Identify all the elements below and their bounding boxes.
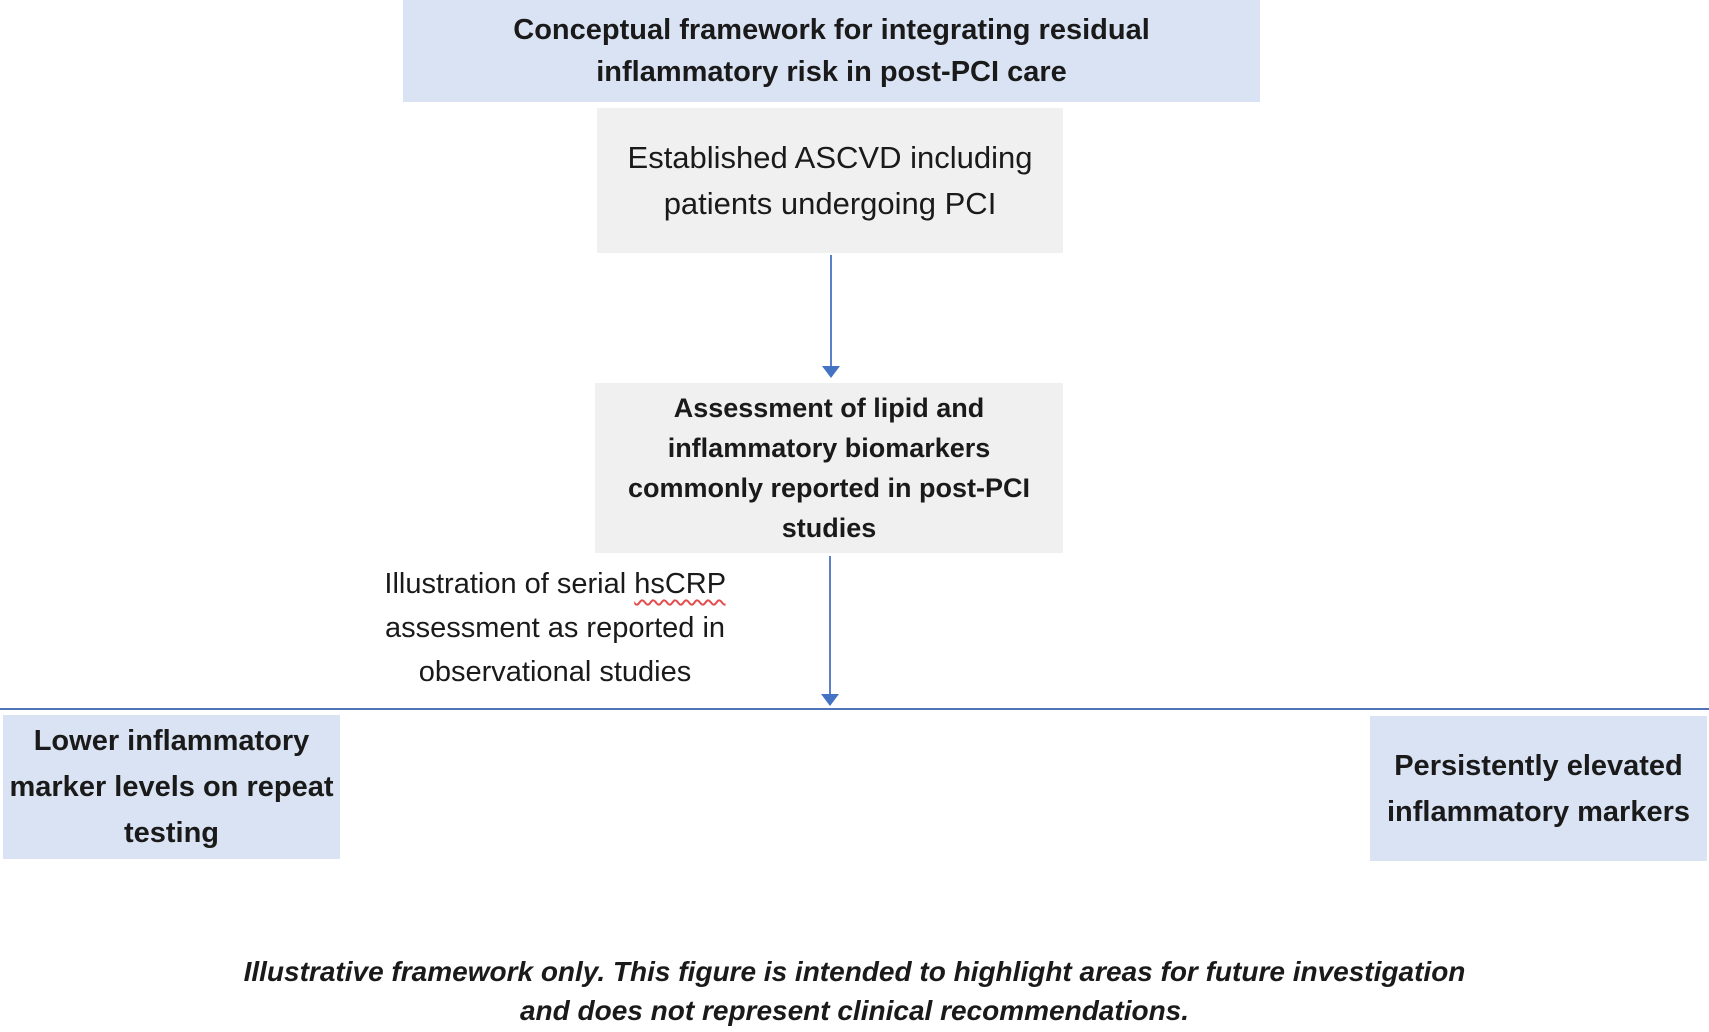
outcome-box-elevated-markers: Persistently elevated inflammatory marke… [1370, 716, 1707, 861]
disclaimer-line-1: Illustrative framework only. This figure… [243, 956, 1466, 987]
down-arrow-head-1-icon [822, 366, 840, 378]
down-arrow-line-1 [830, 255, 832, 367]
disclaimer-line-2: and does not represent clinical recommen… [519, 995, 1190, 1026]
assessment-box-label: Assessment of lipid and inflammatory bio… [627, 393, 1031, 543]
disclaimer-text: Illustrative framework only. This figure… [0, 952, 1709, 1030]
serial-hscrp-note: Illustration of serial hsCRP assessment … [330, 562, 780, 694]
serial-note-suffix: assessment as reported in observational … [384, 612, 726, 688]
down-arrow-head-2-icon [821, 694, 839, 706]
title-box: Conceptual framework for integrating res… [403, 0, 1260, 102]
population-box: Established ASCVD including patients und… [597, 108, 1063, 253]
outcome-left-label: Lower inflammatory marker levels on repe… [9, 725, 334, 849]
assessment-box: Assessment of lipid and inflammatory bio… [595, 383, 1063, 553]
down-arrow-line-2 [829, 556, 831, 695]
outcome-right-label: Persistently elevated inflammatory marke… [1386, 749, 1691, 828]
title-box-label: Conceptual framework for integrating res… [513, 14, 1150, 88]
horizontal-divider-line [0, 708, 1709, 710]
outcome-box-lower-markers: Lower inflammatory marker levels on repe… [3, 715, 340, 859]
serial-note-prefix: Illustration of serial [384, 568, 635, 600]
serial-note-spellchecked-word: hsCRP [634, 568, 726, 600]
population-box-label: Established ASCVD including patients und… [627, 139, 1033, 221]
